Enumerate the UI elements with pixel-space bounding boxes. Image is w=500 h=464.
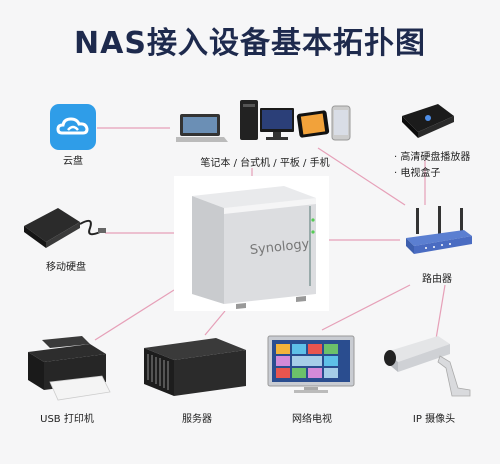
tablet-icon: [296, 110, 330, 138]
camera-label: IP 摄像头: [412, 414, 456, 425]
settop-label-2: · 电视盒子: [394, 168, 441, 179]
computers-label: 笔记本 / 台式机 / 平板 / 手机: [200, 158, 330, 169]
tv-icon: [267, 335, 355, 393]
portable-hdd-label: 移动硬盘: [46, 262, 86, 273]
router-icon: [406, 206, 472, 254]
camera-node: [380, 332, 480, 404]
router-node: [404, 206, 474, 266]
link-computers-router: [317, 147, 406, 206]
printer-label: USB 打印机: [40, 414, 94, 425]
nas-brand-text: Synology: [249, 237, 310, 258]
tv-label: 网络电视: [292, 414, 332, 425]
server-label: 服务器: [182, 414, 212, 425]
link-tv-router: [321, 284, 411, 331]
desktop-icon: [240, 100, 294, 140]
phone-icon: [331, 105, 351, 141]
nas-icon: Synology: [192, 186, 316, 309]
devices-icon: [172, 100, 351, 142]
settop-box-node: [398, 98, 456, 144]
printer-node: [20, 336, 112, 406]
nas-device-node: Synology: [174, 176, 329, 311]
tv-node: [266, 334, 358, 400]
router-label: 路由器: [422, 274, 452, 285]
settop-label-1: · 高清硬盘播放器: [394, 152, 471, 163]
hard-drive-icon: [24, 208, 106, 248]
portable-hdd-node: [22, 202, 108, 254]
laptop-icon: [172, 114, 228, 142]
server-node: [140, 332, 250, 404]
media-player-icon: [402, 104, 454, 138]
ip-camera-icon: [384, 336, 471, 397]
cloud-icon: [50, 104, 96, 150]
cloud-drive-node: [50, 104, 96, 154]
link-camera-router: [434, 284, 446, 346]
printer-icon: [28, 336, 111, 401]
cloud-drive-label: 云盘: [63, 156, 83, 167]
computers-node: [172, 98, 356, 152]
link-server-nas: [204, 310, 226, 336]
diagram-title: NAS接入设备基本拓扑图: [74, 26, 426, 61]
link-printer-nas: [94, 289, 175, 341]
server-icon: [144, 338, 246, 396]
